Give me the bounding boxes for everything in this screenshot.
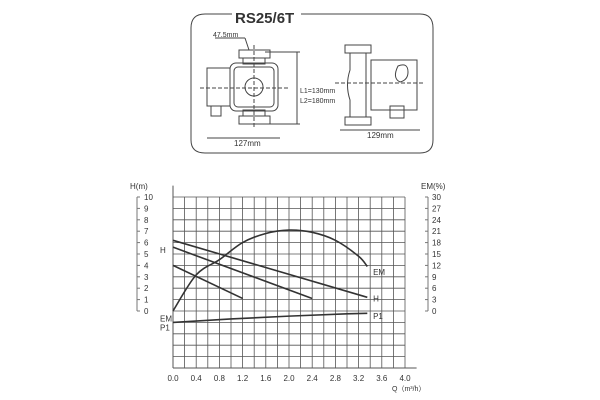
- y-tick-label-right: 9: [432, 273, 437, 282]
- y-tick-label-left: 1: [144, 296, 149, 305]
- y-tick-label-left: 5: [144, 250, 149, 259]
- y-tick-label-right: 18: [432, 239, 441, 248]
- x-tick-label: 2.0: [283, 374, 295, 383]
- port-dimension: 47.5mm: [213, 32, 238, 39]
- x-tick-label: 1.6: [260, 374, 272, 383]
- length-l1: L1=130mm: [300, 88, 335, 95]
- y-axis-label-left: H(m): [130, 182, 148, 191]
- y-tick-label-left: 9: [144, 204, 149, 213]
- x-tick-label: 3.6: [376, 374, 388, 383]
- y-tick-label-left: 10: [144, 193, 153, 202]
- drawing-frame: [190, 13, 434, 154]
- label-h-right: H: [373, 294, 379, 303]
- y-tick-label-left: 2: [144, 284, 149, 293]
- x-tick-label: 3.2: [353, 374, 365, 383]
- series-p1-curve: [172, 312, 368, 324]
- x-tick-label: 0.4: [191, 374, 203, 383]
- series-h-curve: [172, 239, 368, 299]
- series-em-curve: [172, 229, 368, 312]
- x-tick-label: 0.8: [214, 374, 226, 383]
- motor-housing: [370, 59, 418, 111]
- width-side: 129mm: [367, 131, 394, 140]
- model-title: RS25/6T: [235, 10, 294, 27]
- pump-side-body: [344, 44, 372, 54]
- x-tick-label: 2.4: [307, 374, 319, 383]
- y-tick-label-right: 3: [432, 296, 437, 305]
- length-l2: L2=180mm: [300, 98, 335, 105]
- y-tick-label-left: 6: [144, 239, 149, 248]
- y-tick-label-left: 7: [144, 227, 149, 236]
- x-axis-label: Q（m³/h）: [392, 385, 425, 393]
- label-p1-right: P1: [373, 312, 383, 321]
- label-em-right: EM: [373, 268, 385, 277]
- label-h-left: H: [160, 246, 166, 255]
- y-tick-label-right: 12: [432, 261, 441, 270]
- label-em-left: EM: [160, 314, 172, 323]
- x-tick-label: 4.0: [399, 374, 411, 383]
- y-tick-label-left: 4: [144, 261, 149, 270]
- y-tick-label-right: 30: [432, 193, 441, 202]
- y-tick-label-right: 0: [432, 307, 437, 316]
- width-front: 127mm: [234, 139, 261, 148]
- y-tick-label-right: 21: [432, 227, 441, 236]
- y-tick-label-right: 15: [432, 250, 441, 259]
- pump-dimension-drawing: [190, 13, 434, 154]
- y-tick-label-right: 6: [432, 284, 437, 293]
- x-tick-label: 1.2: [237, 374, 249, 383]
- y-tick-label-left: 0: [144, 307, 149, 316]
- series-h-curve: [172, 264, 243, 300]
- y-axis-label-right: EM(%): [421, 182, 446, 191]
- label-p1-left: P1: [160, 323, 170, 332]
- y-tick-label-left: 3: [144, 273, 149, 282]
- y-tick-label-right: 27: [432, 204, 441, 213]
- y-tick-label-right: 24: [432, 216, 441, 225]
- x-tick-label: 2.8: [330, 374, 342, 383]
- series-h-curve: [172, 246, 313, 300]
- y-tick-label-left: 8: [144, 216, 149, 225]
- terminal-box: [206, 67, 231, 107]
- x-tick-label: 0.0: [167, 374, 179, 383]
